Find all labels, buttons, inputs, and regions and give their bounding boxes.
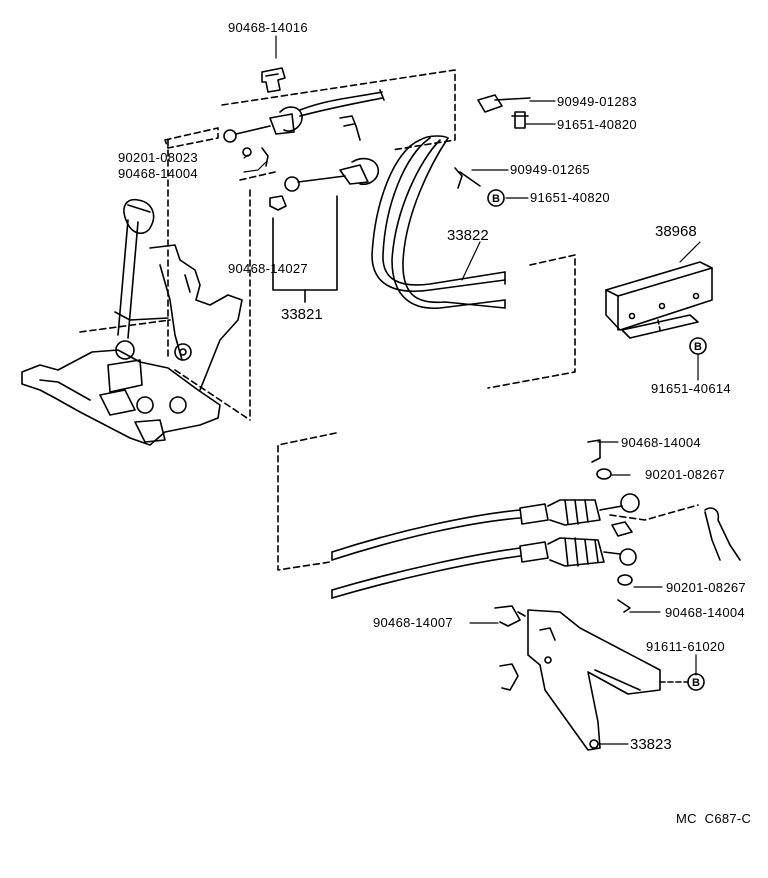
bolt-marker-icon bbox=[687, 673, 705, 691]
part-label-38968: 38968 bbox=[655, 223, 697, 240]
part-label-90201-08023: 90201-08023 bbox=[118, 150, 198, 165]
part-label-90468-14007: 90468-14007 bbox=[373, 615, 453, 630]
part-label-90201-08267-a: 90201-08267 bbox=[645, 467, 725, 482]
part-label-33822: 33822 bbox=[447, 227, 489, 244]
part-label-90201-08267-b: 90201-08267 bbox=[666, 580, 746, 595]
shift-cable-33822 bbox=[371, 94, 576, 389]
part-label-90468-14004-a: 90468-14004 bbox=[118, 166, 198, 181]
bolt-marker-letter: B bbox=[692, 677, 700, 689]
diagram-code: MC C687-C bbox=[676, 811, 752, 826]
part-label-33821: 33821 bbox=[281, 306, 323, 323]
bolt-marker-letter: B bbox=[492, 193, 500, 205]
cover-38968 bbox=[605, 261, 713, 339]
part-label-90468-14016: 90468-14016 bbox=[228, 20, 308, 35]
part-label-91611-61020: 91611-61020 bbox=[646, 639, 725, 654]
bolt-marker-icon bbox=[689, 337, 707, 355]
part-label-91651-40820-b: 91651-40820 bbox=[530, 190, 610, 205]
bolt-marker-icon bbox=[487, 189, 505, 207]
part-label-91651-40614: 91651-40614 bbox=[651, 381, 731, 396]
bolt-marker-letter: B bbox=[694, 341, 702, 353]
leader-lines bbox=[243, 35, 701, 745]
part-label-90468-14004-c: 90468-14004 bbox=[665, 605, 745, 620]
part-label-90949-01283: 90949-01283 bbox=[557, 94, 637, 109]
part-label-90949-01265: 90949-01265 bbox=[510, 162, 590, 177]
shift-lever-assembly bbox=[21, 127, 276, 446]
part-label-91651-40820-a: 91651-40820 bbox=[557, 117, 637, 132]
bracket-33823 bbox=[494, 605, 689, 751]
bolt-markers bbox=[487, 189, 707, 691]
shift-cable-lower bbox=[277, 432, 741, 613]
part-label-90468-14027: 90468-14027 bbox=[228, 261, 308, 276]
shift-cable-upper bbox=[221, 67, 456, 303]
part-label-33823: 33823 bbox=[630, 736, 672, 753]
part-label-90468-14004-b: 90468-14004 bbox=[621, 435, 701, 450]
